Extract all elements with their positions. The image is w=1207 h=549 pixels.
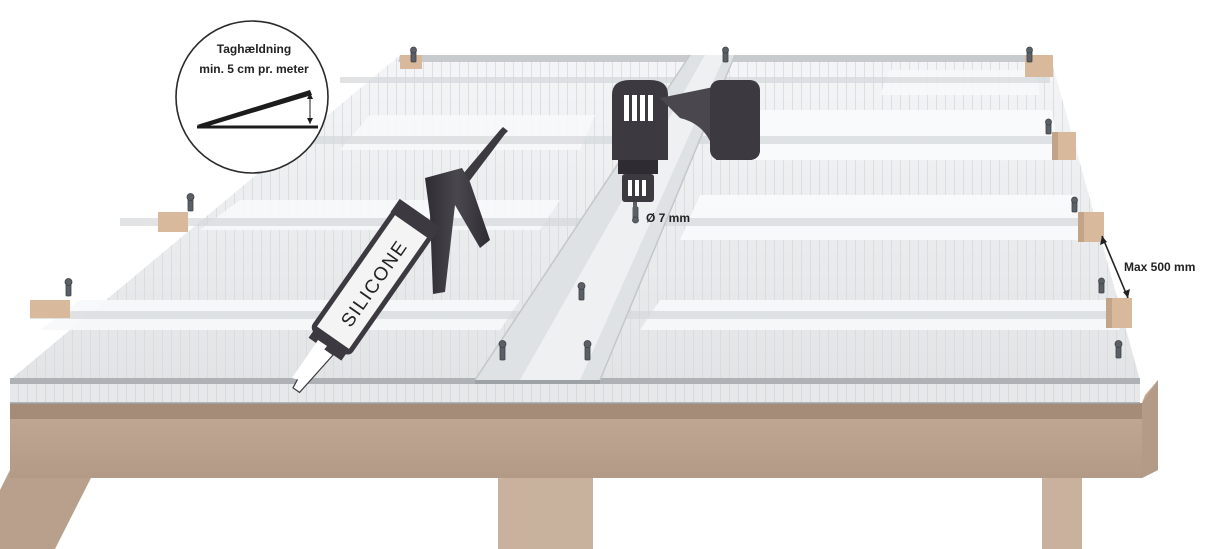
batten-left-1: [158, 212, 188, 232]
screw-icon: [578, 283, 585, 301]
roof-pitch-subtitle: min. 5 cm pr. meter: [199, 62, 309, 76]
screw-icon: [723, 47, 729, 62]
roof-pitch-title: Taghældning: [217, 42, 291, 56]
drill-bit: [633, 202, 637, 216]
drill-bit-diameter-label: Ø 7 mm: [646, 211, 690, 225]
screw-icon: [1115, 341, 1122, 359]
screw-icon: [1046, 119, 1052, 134]
support-post-left: [0, 470, 95, 549]
screw-icon: [65, 279, 72, 297]
screw-icon: [584, 341, 591, 361]
support-post-right: [1042, 470, 1082, 549]
screw-icon: [499, 341, 506, 361]
batten-left-2: [30, 300, 70, 318]
screw-icon: [187, 194, 194, 212]
roof-pitch-callout: Taghældning min. 5 cm pr. meter: [176, 21, 328, 173]
support-posts: [0, 470, 1082, 549]
screw-icon: [411, 47, 417, 62]
screw-icon: [1072, 197, 1078, 212]
screw-icon: [1099, 278, 1105, 293]
batten-spacing-label: Max 500 mm: [1124, 260, 1195, 274]
support-post-center: [498, 470, 593, 549]
screw-icon: [1027, 47, 1033, 62]
